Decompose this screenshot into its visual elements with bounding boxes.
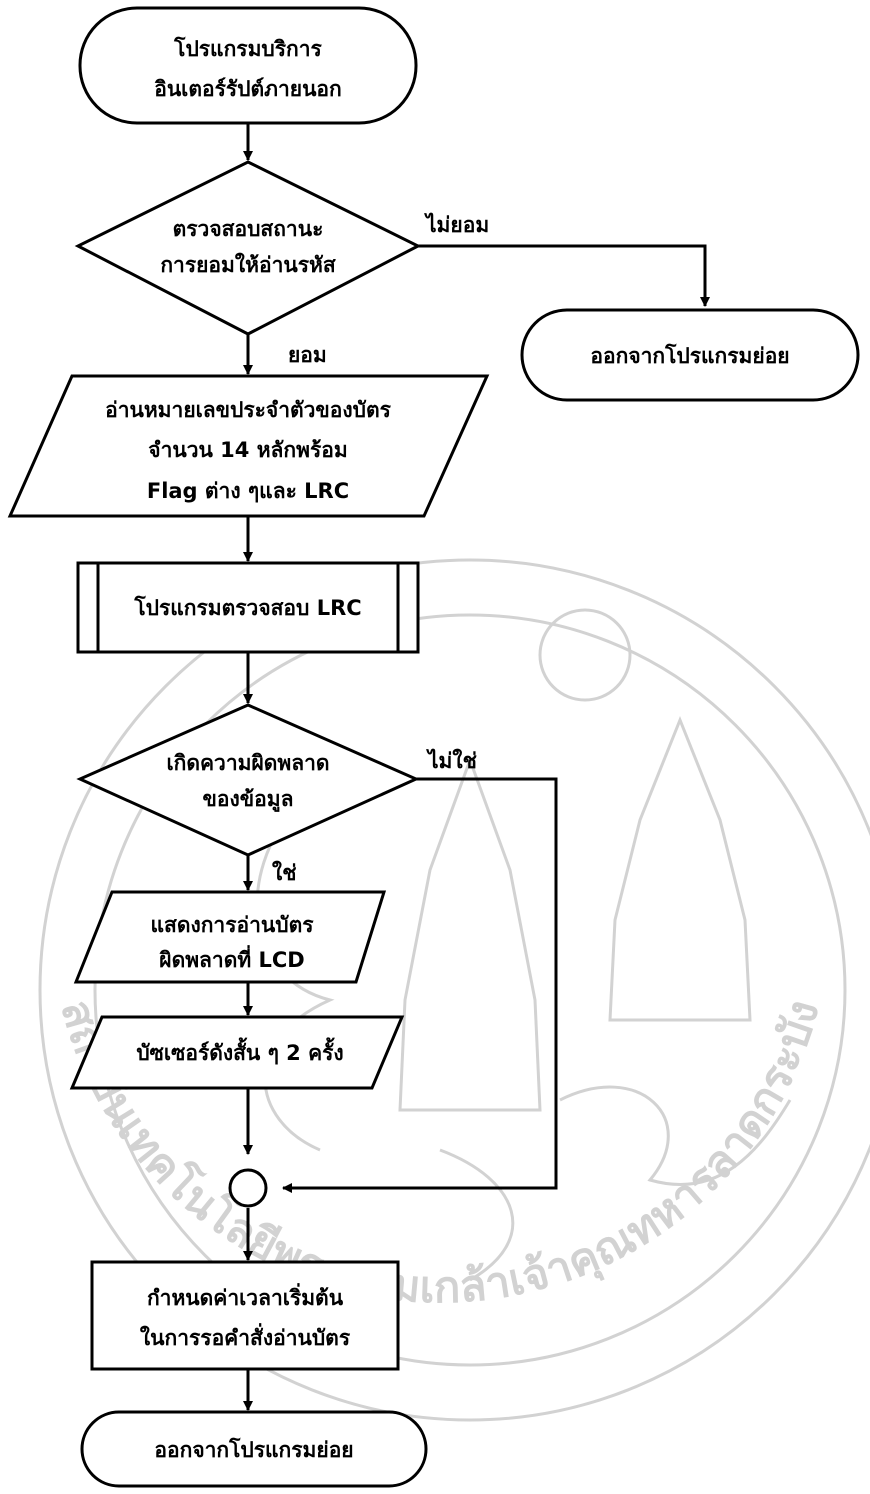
edge-label-no-allow: ไม่ยอม (424, 212, 489, 237)
watermark-right-spire (608, 715, 752, 1022)
read-card-line3: Flag ต่าง ๆและ LRC (147, 479, 349, 503)
exit-top-label: ออกจากโปรแกรมย่อย (590, 343, 789, 368)
check-allow-line1: ตรวจสอบสถานะ (173, 217, 324, 241)
edge-label-allow: ยอม (288, 343, 327, 367)
error-check-line1: เกิดความผิดพลาด (166, 751, 329, 775)
watermark-sun (538, 608, 632, 702)
show-error-line2: ผิดพลาดที่ LCD (159, 944, 305, 972)
set-time-process: กำหนดค่าเวลาเริ่มต้น ในการรอคำสั่งอ่านบั… (90, 1260, 400, 1371)
watermark-outer-ring (38, 558, 870, 1422)
show-error-io: แสดงการอ่านบัตร ผิดพลาดที่ LCD (73, 890, 387, 984)
check-allow-line2: การยอมให้อ่านรหัส (160, 252, 336, 277)
start-terminator: โปรแกรมบริการ อินเตอร์รัปต์ภายนอก (78, 6, 418, 125)
exit-bottom-terminator: ออกจากโปรแกรมย่อย (80, 1410, 428, 1488)
start-label-line2: อินเตอร์รัปต์ภายนอก (154, 77, 342, 101)
edge-label-no-error: ไม่ใช่ (426, 748, 477, 773)
arrow-no-error (282, 777, 558, 1193)
watermark-inner-ring (93, 613, 847, 1367)
start-label-line1: โปรแกรมบริการ (173, 36, 322, 61)
check-allow-decision: ตรวจสอบสถานะ การยอมให้อ่านรหัส (74, 160, 422, 336)
lrc-subroutine-label: โปรแกรมตรวจสอบ LRC (133, 595, 361, 620)
watermark-bottom-ornament (439, 1148, 515, 1282)
exit-bottom-label: ออกจากโปรแกรมย่อย (154, 1437, 353, 1462)
watermark-right-ornament (559, 1085, 792, 1186)
edge-label-yes-error: ใช่ (272, 860, 297, 885)
buzzer-io: บัซเซอร์ดังสั้น ๆ 2 ครั้ง (69, 1015, 405, 1090)
read-card-io: อ่านหมายเลขประจำตัวของบัตร จำนวน 14 หลัก… (7, 374, 490, 518)
set-time-line1: กำหนดค่าเวลาเริ่มต้น (147, 1282, 344, 1310)
set-time-line2: ในการรอคำสั่งอ่านบัตร (140, 1322, 351, 1350)
read-card-line2: จำนวน 14 หลักพร้อม (148, 438, 347, 462)
watermark-left-ornament (255, 799, 335, 1152)
error-check-decision: เกิดความผิดพลาด ของข้อมูล (76, 703, 420, 857)
buzzer-label: บัซเซอร์ดังสั้น ๆ 2 ครั้ง (136, 1037, 343, 1065)
read-card-line1: อ่านหมายเลขประจำตัวของบัตร (105, 398, 392, 422)
show-error-line1: แสดงการอ่านบัตร (150, 913, 314, 937)
lrc-subroutine: โปรแกรมตรวจสอบ LRC (76, 561, 420, 654)
connectors (243, 123, 710, 1411)
arrow-no-allow (418, 244, 710, 307)
watermark-center-spire (398, 755, 542, 1112)
join-connector (228, 1168, 268, 1208)
error-check-line2: ของข้อมูล (203, 787, 294, 813)
exit-top-terminator: ออกจากโปรแกรมย่อย (520, 308, 860, 402)
